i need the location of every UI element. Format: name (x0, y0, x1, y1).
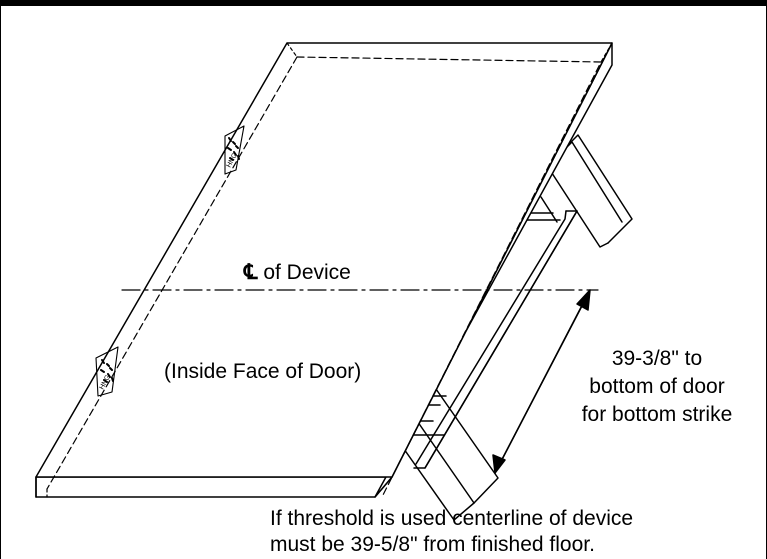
push-bar (413, 210, 578, 469)
dimension-label: 39-3/8" to bottom of door for bottom str… (562, 345, 752, 429)
dimension-label-line1: 39-3/8" to (611, 347, 703, 370)
centerline-label: ℄ of Device (244, 260, 351, 285)
centerline-text: of Device (263, 261, 351, 284)
centerline-symbol: ℄ (244, 261, 258, 284)
door-front-edge (35, 476, 393, 498)
threshold-note: If threshold is used centerline of devic… (270, 506, 633, 558)
dimension-arrow-top (576, 289, 591, 311)
hidden-edges (296, 56, 602, 498)
dimension-arrow-bottom (492, 454, 506, 474)
dimension-line (492, 289, 591, 474)
inside-face-label: (Inside Face of Door) (164, 360, 362, 383)
dimension-label-line2: bottom of door (589, 375, 725, 398)
door-slab (35, 42, 613, 498)
threshold-note-line2: must be 39-5/8" from finished floor. (270, 533, 595, 556)
dimension-label-line3: for bottom strike (581, 403, 733, 426)
exit-device (374, 134, 633, 521)
threshold-note-line1: If threshold is used centerline of devic… (270, 507, 634, 530)
